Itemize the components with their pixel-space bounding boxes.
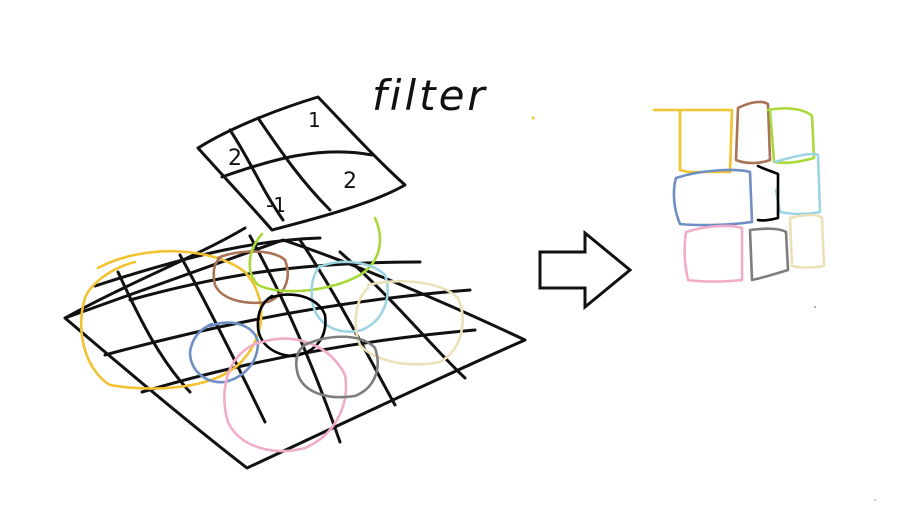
filter-cell-bottom-right: 2 — [343, 169, 357, 194]
right-arrow-icon — [538, 229, 633, 311]
output-cell-lime — [766, 107, 816, 165]
filter-cell-bottom-left: -1 — [266, 193, 286, 217]
loop-black — [256, 293, 327, 358]
output-cell-sky — [773, 152, 822, 216]
filter-label: filter — [372, 71, 488, 120]
output-cell-gray — [748, 227, 790, 282]
filter-divider-2 — [256, 116, 332, 212]
speck-gray — [814, 306, 816, 308]
output-cell-black — [756, 164, 780, 222]
output-cell-blue — [672, 168, 754, 227]
loop-yellow — [79, 249, 263, 390]
output-cell-brown — [734, 100, 772, 165]
filter-divider-1 — [228, 128, 285, 222]
input-grid — [63, 226, 527, 470]
speck-yellow — [531, 116, 535, 120]
loop-beige — [354, 280, 464, 366]
loop-pink — [223, 337, 348, 453]
output-feature-map — [652, 100, 826, 283]
receptive-fields — [79, 216, 464, 453]
loop-sky — [310, 260, 389, 333]
filter-grid — [196, 95, 407, 232]
output-cell-beige — [788, 213, 826, 269]
filter-outline — [196, 95, 407, 232]
loop-gray — [294, 335, 379, 399]
speck-gray-2 — [874, 499, 876, 501]
output-cell-yellow — [652, 108, 734, 174]
filter-cell-top-right: 1 — [308, 108, 321, 132]
filter-cell-top-left: 2 — [228, 146, 242, 171]
loop-brown — [212, 250, 289, 305]
filter-divider-3 — [220, 150, 374, 179]
output-cell-pink — [683, 224, 744, 283]
